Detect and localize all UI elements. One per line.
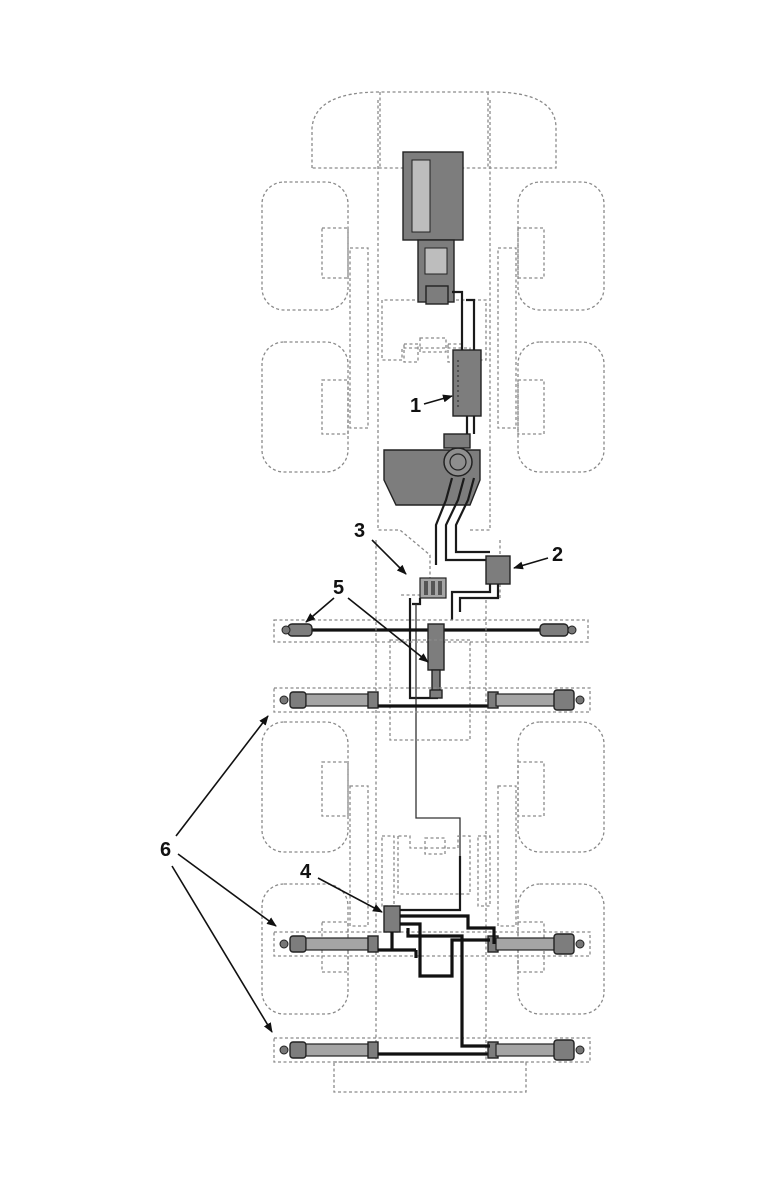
axle-row-2	[273, 931, 591, 957]
callout-2-label: 2	[552, 544, 563, 566]
axle-row-1	[273, 687, 591, 713]
callout-4-label: 4	[300, 861, 312, 883]
front-vehicle-outline	[261, 91, 605, 600]
filter-component-1	[452, 349, 482, 417]
callout-6: 6	[160, 715, 277, 1033]
axle-row-3	[273, 1037, 591, 1063]
front-pipes	[434, 290, 490, 565]
callout-4: 4	[300, 861, 383, 913]
callout-6-label: 6	[160, 839, 171, 861]
callout-5: 5	[305, 577, 429, 663]
steering-cylinder-5	[427, 623, 445, 699]
callout-1-label: 1	[410, 395, 421, 417]
rear-pipes	[390, 856, 496, 1048]
middle-pipes	[408, 584, 500, 856]
hydraulic-tank	[383, 433, 481, 506]
callout-3-label: 3	[354, 520, 365, 542]
valve-block-3	[419, 577, 447, 599]
callout-5-label: 5	[333, 577, 344, 599]
callout-1: 1	[410, 394, 453, 417]
callout-3: 3	[354, 520, 407, 575]
valve-component-4	[383, 905, 401, 933]
valve-component-2	[485, 555, 511, 585]
engine-pump-unit	[402, 151, 464, 305]
callout-2: 2	[513, 544, 563, 570]
